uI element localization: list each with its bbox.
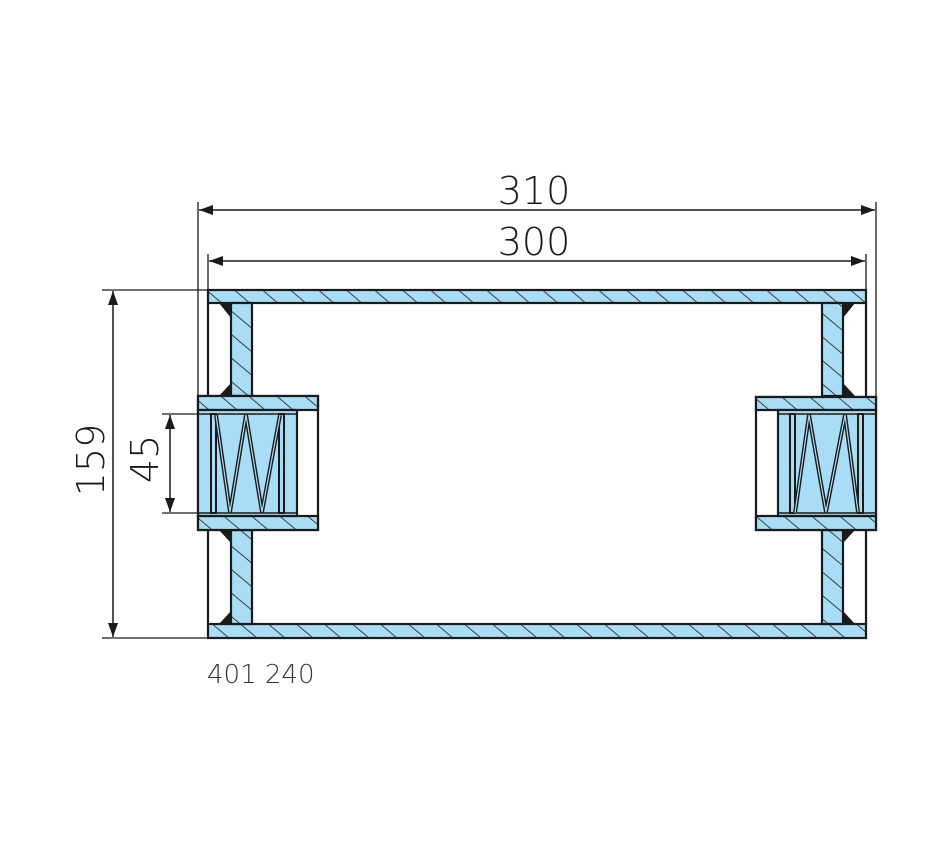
tube-top-wall bbox=[206, 288, 868, 305]
left-web-bottom bbox=[229, 528, 254, 626]
left-spring-icon bbox=[210, 413, 285, 514]
dim-300-label: 300 bbox=[498, 220, 571, 264]
right-web-bottom bbox=[820, 528, 845, 626]
dimension-lines bbox=[108, 205, 875, 637]
extension-lines bbox=[102, 202, 877, 639]
left-bearing-housing bbox=[196, 394, 320, 532]
left-web-top bbox=[229, 301, 254, 398]
part-number-label: 401 240 bbox=[207, 660, 315, 690]
roller-body bbox=[196, 288, 878, 640]
right-bearing-housing bbox=[754, 395, 878, 532]
dim-45-label: 45 bbox=[123, 435, 167, 483]
dim-159-label: 159 bbox=[69, 424, 113, 497]
tube-bottom-wall bbox=[206, 622, 868, 640]
dim-310-label: 310 bbox=[498, 169, 571, 213]
right-web-top bbox=[820, 301, 845, 398]
right-spring-icon bbox=[789, 413, 864, 514]
